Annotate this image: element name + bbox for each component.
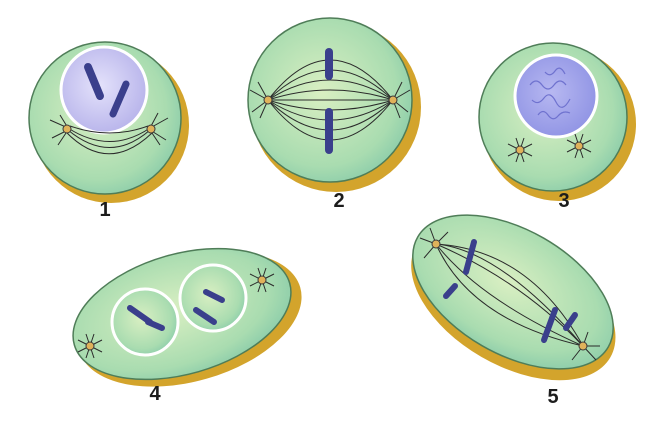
cell-5-label: 5 bbox=[538, 386, 568, 409]
centriole bbox=[264, 96, 272, 104]
centriole bbox=[63, 125, 71, 133]
cell-1-prophase bbox=[29, 42, 189, 203]
cell-4-telophase bbox=[58, 223, 318, 411]
cell-2-label: 2 bbox=[324, 190, 354, 213]
cell-2-metaphase bbox=[248, 18, 421, 192]
cell-4-cytoplasm bbox=[58, 225, 306, 402]
centriole bbox=[516, 146, 524, 154]
centriole bbox=[147, 125, 155, 133]
centriole bbox=[389, 96, 397, 104]
cell-3-nucleus bbox=[515, 55, 597, 137]
centriole bbox=[432, 240, 440, 248]
centriole bbox=[579, 342, 587, 350]
cell-5-anaphase bbox=[382, 183, 646, 413]
centriole bbox=[86, 342, 94, 350]
cell-1-nucleus bbox=[61, 47, 147, 133]
cell-1-label: 1 bbox=[90, 199, 120, 222]
centriole bbox=[258, 276, 266, 284]
cell-3-label: 3 bbox=[549, 190, 579, 213]
cell-3-interphase bbox=[479, 43, 636, 201]
centriole bbox=[575, 142, 583, 150]
cell-4-label: 4 bbox=[140, 383, 170, 406]
